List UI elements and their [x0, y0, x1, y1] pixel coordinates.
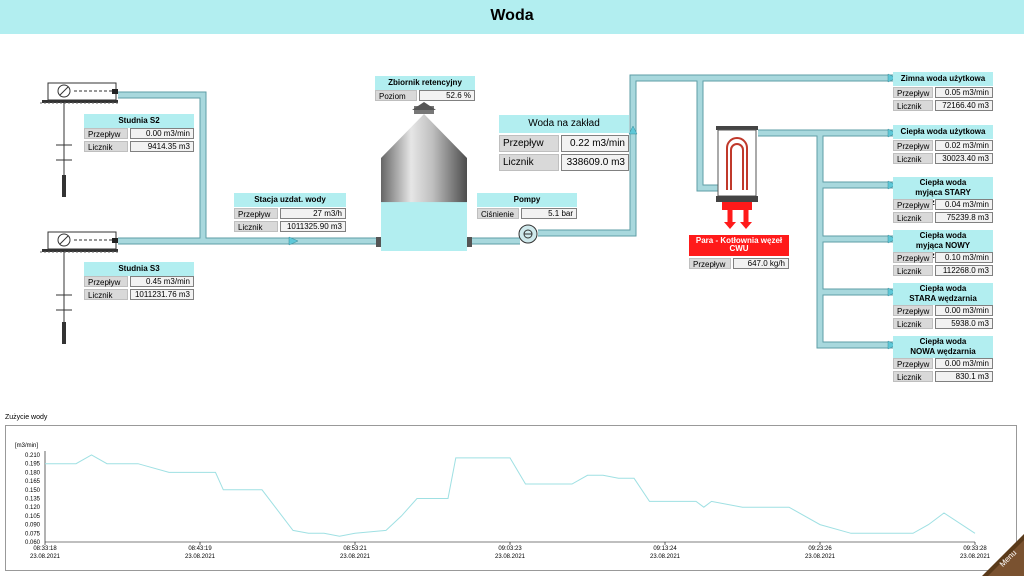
- steam-flow-label: Przepływ: [689, 258, 731, 269]
- trend-x-tick-date: 23.08.2021: [805, 554, 836, 560]
- tank-level-value: 52.6 %: [419, 90, 475, 101]
- well-s2-meter-value: 9414.35 m3: [130, 141, 194, 152]
- trend-y-tick-label: 0.150: [25, 488, 41, 494]
- trend-x-tick-date: 23.08.2021: [30, 554, 61, 560]
- trend-y-tick-label: 0.060: [25, 540, 41, 546]
- station-flow-label: Przepływ: [234, 208, 278, 219]
- consumer-flow-value: 0.00 m3/min: [935, 358, 993, 369]
- consumer-meter-label: Licznik: [893, 371, 933, 382]
- heat-exchanger-icon: [716, 126, 758, 229]
- pumps-title: Pompy: [477, 193, 577, 207]
- trend-title: Zużycie wody: [5, 414, 48, 421]
- consumer-meter-value: 72166.40 m3: [935, 100, 993, 111]
- station-flow-value: 27 m3/h: [280, 208, 346, 219]
- plant-meter-value: 338609.0 m3: [561, 154, 629, 171]
- retention-tank-icon: [376, 102, 472, 251]
- trend-x-tick-date: 23.08.2021: [495, 554, 526, 560]
- plant-flow-value: 0.22 m3/min: [561, 135, 629, 152]
- consumer-title: Ciepła woda STARA wędzarnia: [893, 283, 993, 305]
- consumer-flow-value: 0.02 m3/min: [935, 140, 993, 151]
- well-s3-icon: [40, 231, 120, 344]
- pumps-pressure-value: 5.1 bar: [521, 208, 577, 219]
- well-s3-flow-label: Przepływ: [84, 276, 128, 287]
- consumer-meter-value: 830.1 m3: [935, 371, 993, 382]
- consumer-flow-value: 0.04 m3/min: [935, 199, 993, 210]
- consumer-meter-label: Licznik: [893, 265, 933, 276]
- consumer-flow-label: Przepływ: [893, 252, 933, 263]
- well-s3-flow-value: 0.45 m3/min: [130, 276, 194, 287]
- trend-y-tick-label: 0.195: [25, 462, 41, 468]
- trend-x-tick-time: 09:13:24: [653, 546, 677, 552]
- trend-y-tick-label: 0.105: [25, 514, 41, 520]
- pumps-pressure-label: Ciśnienie: [477, 208, 519, 219]
- trend-y-tick-label: 0.075: [25, 531, 41, 537]
- consumer-meter-value: 112268.0 m3: [935, 265, 993, 276]
- page-title: Woda: [490, 7, 534, 24]
- header-bar: Woda: [0, 0, 1024, 34]
- steam-flow-value: 647.0 kg/h: [733, 258, 789, 269]
- tank-level-label: Poziom: [375, 90, 417, 101]
- consumer-title: Ciepła woda użytkowa: [893, 125, 993, 139]
- plant-flow-label: Przepływ: [499, 135, 559, 152]
- trend-x-tick-time: 09:33:28: [963, 546, 987, 552]
- trend-series-line: [45, 454, 976, 537]
- consumer-flow-label: Przepływ: [893, 87, 933, 98]
- consumer-meter-label: Licznik: [893, 318, 933, 329]
- consumer-title: Zimna woda użytkowa: [893, 72, 993, 86]
- consumer-flow-value: 0.00 m3/min: [935, 305, 993, 316]
- trend-x-tick-time: 08:43:19: [188, 546, 212, 552]
- trend-chart-frame: [5, 425, 1017, 571]
- consumer-flow-value: 0.10 m3/min: [935, 252, 993, 263]
- steam-title: Para - Kotłownia węzeł CWU: [689, 235, 789, 256]
- trend-y-tick-label: 0.210: [25, 453, 41, 459]
- consumer-meter-label: Licznik: [893, 212, 933, 223]
- consumer-flow-label: Przepływ: [893, 305, 933, 316]
- consumer-meter-value: 75239.8 m3: [935, 212, 993, 223]
- trend-x-tick-time: 08:33:18: [33, 546, 57, 552]
- menu-button[interactable]: Menu: [982, 534, 1024, 576]
- consumer-meter-label: Licznik: [893, 153, 933, 164]
- consumer-title: Ciepła woda NOWA wędzarnia: [893, 336, 993, 358]
- tank-title: Zbiornik retencyjny: [375, 76, 475, 90]
- consumer-flow-label: Przepływ: [893, 199, 933, 210]
- station-title: Stacja uzdat. wody: [234, 193, 346, 207]
- well-s3-title: Studnia S3: [84, 262, 194, 276]
- consumer-meter-label: Licznik: [893, 100, 933, 111]
- station-meter-label: Licznik: [234, 221, 278, 232]
- well-s3-meter-value: 1011231.76 m3: [130, 289, 194, 300]
- trend-x-tick-time: 09:23:26: [808, 546, 832, 552]
- consumer-flow-value: 0.05 m3/min: [935, 87, 993, 98]
- trend-x-tick-date: 23.08.2021: [960, 554, 991, 560]
- well-s2-icon: [40, 82, 120, 197]
- trend-x-tick-time: 09:03:23: [498, 546, 522, 552]
- plant-meter-label: Licznik: [499, 154, 559, 171]
- plant-title: Woda na zakład: [499, 115, 629, 133]
- consumer-meter-value: 5938.0 m3: [935, 318, 993, 329]
- station-meter-value: 1011325.90 m3: [280, 221, 346, 232]
- trend-y-tick-label: 0.135: [25, 497, 41, 503]
- well-s2-meter-label: Licznik: [84, 141, 128, 152]
- trend-x-tick-date: 23.08.2021: [650, 554, 681, 560]
- menu-corner-icon: [982, 534, 1024, 576]
- consumer-flow-label: Przepływ: [893, 358, 933, 369]
- trend-x-tick-time: 08:53:21: [343, 546, 367, 552]
- pump-icon: [518, 224, 538, 244]
- well-s2-title: Studnia S2: [84, 114, 194, 128]
- trend-y-tick-label: 0.120: [25, 505, 41, 511]
- well-s2-flow-value: 0.00 m3/min: [130, 128, 194, 139]
- trend-y-tick-label: 0.165: [25, 479, 41, 485]
- consumer-meter-value: 30023.40 m3: [935, 153, 993, 164]
- trend-y-tick-label: 0.180: [25, 470, 41, 476]
- trend-x-tick-date: 23.08.2021: [185, 554, 216, 560]
- well-s3-meter-label: Licznik: [84, 289, 128, 300]
- trend-y-unit: [m3/min]: [15, 443, 38, 449]
- trend-x-tick-date: 23.08.2021: [340, 554, 371, 560]
- well-s2-flow-label: Przepływ: [84, 128, 128, 139]
- trend-y-tick-label: 0.090: [25, 523, 41, 529]
- consumer-flow-label: Przepływ: [893, 140, 933, 151]
